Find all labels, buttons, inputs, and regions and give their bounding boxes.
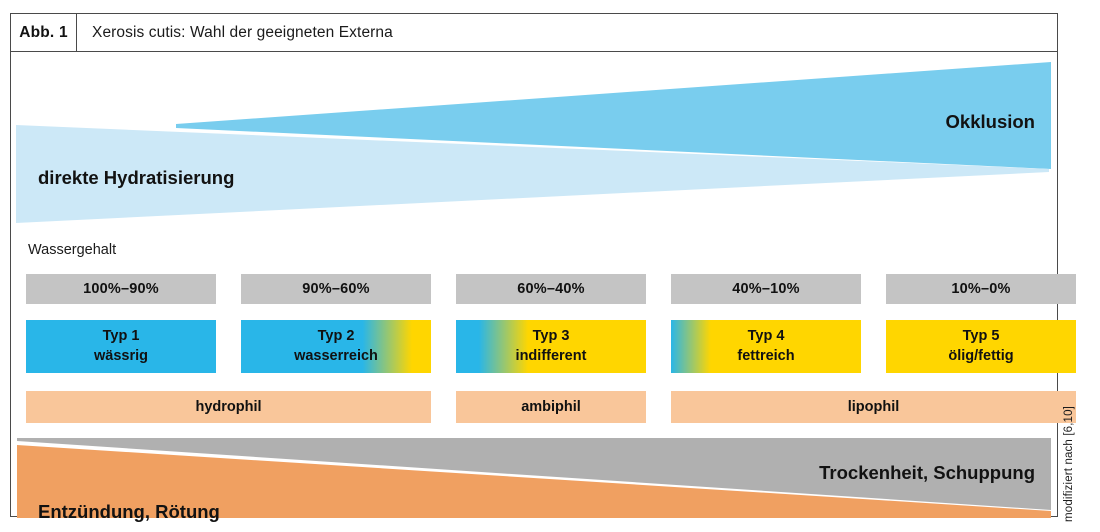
philia-band: ambiphil <box>456 391 646 423</box>
product-type-cell: Typ 4 fettreich <box>671 320 861 373</box>
water-content-cell: 60%–40% <box>456 274 646 304</box>
water-content-caption: Wassergehalt <box>28 242 117 258</box>
philia-band: hydrophil <box>26 391 431 423</box>
product-type-cell: Typ 5 ölig/fettig <box>886 320 1076 373</box>
source-note: modifiziert nach [6,10] <box>1063 406 1075 522</box>
inflammation-wedge-label: Entzündung, Rötung <box>38 501 220 522</box>
hydration-wedge-body <box>16 125 1049 223</box>
inflammation-wedge <box>17 445 1051 518</box>
philia-label: lipophil <box>847 399 900 415</box>
water-content-value: 100%–90% <box>83 281 159 297</box>
water-content-cell: 10%–0% <box>886 274 1076 304</box>
product-type-name: Typ 3 <box>532 327 570 344</box>
philia-label: hydrophil <box>195 399 262 415</box>
water-content-value: 10%–0% <box>951 281 1011 297</box>
product-type-cell: Typ 2 wasserreich <box>241 320 431 373</box>
product-type-name: Typ 2 <box>317 327 355 344</box>
product-type-descriptor: wasserreich <box>294 347 378 364</box>
occlusion-wedge <box>176 62 1051 169</box>
hydration-wedge-label: direkte Hydratisierung <box>38 167 235 188</box>
figure-number: Abb. 1 <box>11 14 77 51</box>
product-type-descriptor: ölig/fettig <box>948 347 1014 364</box>
figure-header: Abb. 1 Xerosis cutis: Wahl der geeignete… <box>11 14 1057 52</box>
product-type-name: Typ 1 <box>102 327 140 344</box>
figure-title: Xerosis cutis: Wahl der geeigneten Exter… <box>92 23 393 41</box>
water-content-cell: 90%–60% <box>241 274 431 304</box>
figure-canvas: direkte Hydratisierung Okklusion Entzünd… <box>11 52 1076 522</box>
wedge-graphics <box>16 62 1051 518</box>
product-type-descriptor: fettreich <box>737 347 795 364</box>
philia-band: lipophil <box>671 391 1076 423</box>
water-content-value: 60%–40% <box>517 281 585 297</box>
product-type-descriptor: indifferent <box>515 347 587 364</box>
product-type-descriptor: wässrig <box>94 347 148 364</box>
occlusion-wedge-label: Okklusion <box>945 111 1035 132</box>
water-content-value: 40%–10% <box>732 281 800 297</box>
dryness-wedge <box>17 438 1051 510</box>
philia-label: ambiphil <box>521 399 581 415</box>
water-content-value: 90%–60% <box>302 281 370 297</box>
dryness-wedge-label: Trockenheit, Schuppung <box>819 462 1035 483</box>
figure-frame: Abb. 1 Xerosis cutis: Wahl der geeignete… <box>10 13 1076 522</box>
product-type-name: Typ 4 <box>747 327 785 344</box>
product-type-cell: Typ 1 wässrig <box>26 320 216 373</box>
water-content-cell: 100%–90% <box>26 274 216 304</box>
product-type-name: Typ 5 <box>962 327 1000 344</box>
water-content-cell: 40%–10% <box>671 274 861 304</box>
product-type-cell: Typ 3 indifferent <box>456 320 646 373</box>
